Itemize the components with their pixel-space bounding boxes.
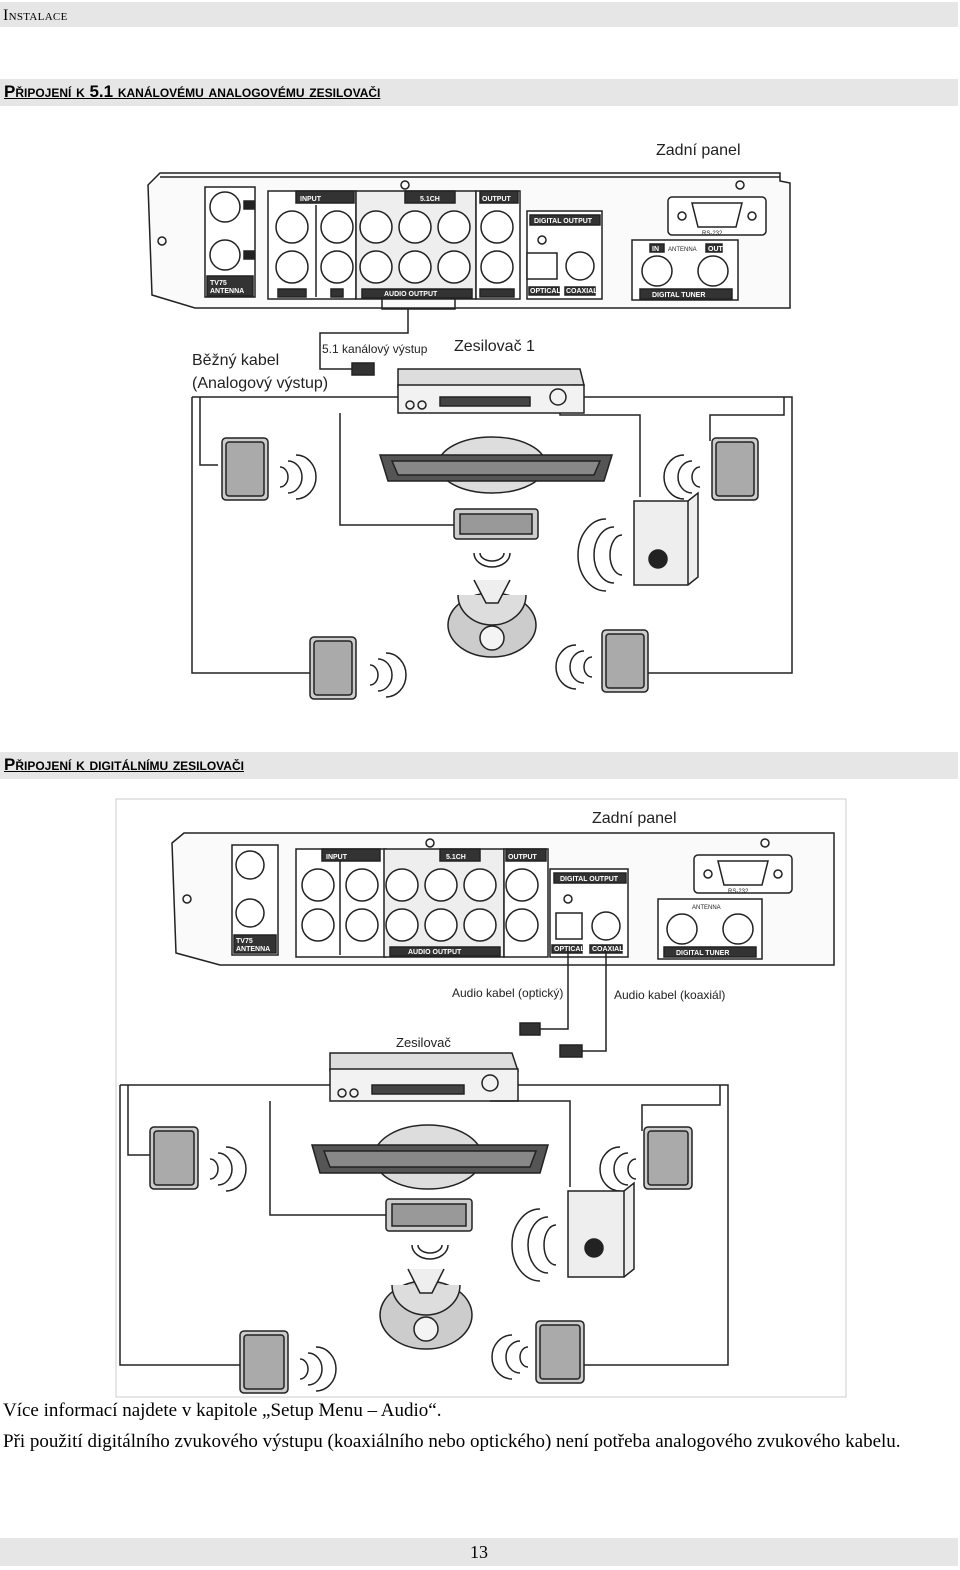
tuner-out-label: OUT	[708, 246, 724, 253]
section2-heading: Připojení k digitálnímu zesilovači	[0, 752, 958, 779]
header-title: Instalace	[3, 7, 68, 24]
input-block	[267, 190, 357, 300]
antenna-left-label-2: ANTENNA	[236, 946, 270, 953]
digital-tuner-label: DIGITAL TUNER	[652, 292, 705, 299]
analog-output-label: (Analogový výstup)	[192, 375, 328, 392]
digital-tuner-label-2: DIGITAL TUNER	[676, 950, 729, 957]
standard-cable-label: Běžný kabel	[192, 352, 279, 369]
section1-heading: Připojení k 5.1 kanálovému analogovému z…	[0, 79, 958, 106]
audio-output-label-2: AUDIO OUTPUT	[408, 949, 462, 956]
note-paragraph: Při použití digitálního zvukového výstup…	[3, 1431, 901, 1452]
info-paragraph: Více informací najdete v kapitole „Setup…	[3, 1400, 442, 1421]
tuner-in-label: IN	[652, 246, 659, 253]
listener-chair-2	[379, 1268, 473, 1350]
antenna-left-label: ANTENNA	[210, 288, 244, 295]
coaxial-label-2: COAXIAL	[592, 946, 624, 953]
ch51-label: 5.1CH	[420, 196, 440, 203]
tv75-label-2: TV75	[236, 938, 253, 945]
analog-connection-diagram: Zadní panel Běžný kabel (Analogový výstu…	[147, 142, 793, 700]
section1-title: Připojení k 5.1 kanálovému analogovému z…	[4, 82, 381, 101]
page-footer: 13	[0, 1538, 958, 1566]
optical-label: OPTICAL	[530, 288, 561, 295]
antenna-label-2: ANTENNA	[692, 905, 721, 911]
optical-cable	[536, 945, 569, 1030]
listener-chair	[447, 579, 537, 658]
amplifier-label-2: Zesilovač	[396, 1035, 451, 1050]
tv75-label: TV75	[210, 280, 227, 287]
back-panel-label-2: Zadní panel	[592, 810, 677, 827]
output-block	[475, 190, 521, 300]
amplifier-2	[329, 1052, 520, 1102]
television-2	[311, 1124, 549, 1190]
optical-cable-label: Audio kabel (optický)	[452, 986, 563, 1000]
ch51-label-2: 5.1CH	[446, 854, 466, 861]
output-block-2	[503, 848, 549, 958]
amplifier-label: Zesilovač 1	[454, 338, 535, 355]
rs232-label-2: RS-232	[728, 889, 749, 895]
coaxial-cable-label: Audio kabel (koaxiál)	[614, 988, 725, 1002]
section2-title: Připojení k digitálnímu zesilovači	[4, 755, 244, 774]
subwoofer-2	[511, 1181, 635, 1282]
back-panel-label: Zadní panel	[656, 142, 741, 159]
output-label: OUTPUT	[482, 196, 512, 203]
rs232-label: RS-232	[702, 231, 723, 237]
input-block-2	[295, 848, 387, 958]
digital-output-label-2: DIGITAL OUTPUT	[560, 876, 619, 883]
antenna-label: ANTENNA	[668, 247, 697, 253]
channel-output-label: 5.1 kanálový výstup	[322, 342, 428, 356]
audio-output-label: AUDIO OUTPUT	[384, 291, 438, 298]
page-header: Instalace	[0, 2, 958, 27]
optical-label-2: OPTICAL	[554, 946, 585, 953]
coaxial-cable	[580, 945, 607, 1052]
digital-output-label: DIGITAL OUTPUT	[534, 218, 593, 225]
output-label-2: OUTPUT	[508, 854, 538, 861]
digital-connection-diagram: Zadní panel Zesilovač Audio kabel (optic…	[115, 798, 847, 1398]
input-label-2: INPUT	[326, 854, 348, 861]
coaxial-label: COAXIAL	[566, 288, 598, 295]
amplifier-1	[397, 368, 585, 414]
television	[378, 436, 614, 494]
page-number: 13	[470, 1542, 488, 1562]
input-label: INPUT	[300, 196, 322, 203]
subwoofer	[577, 491, 699, 592]
